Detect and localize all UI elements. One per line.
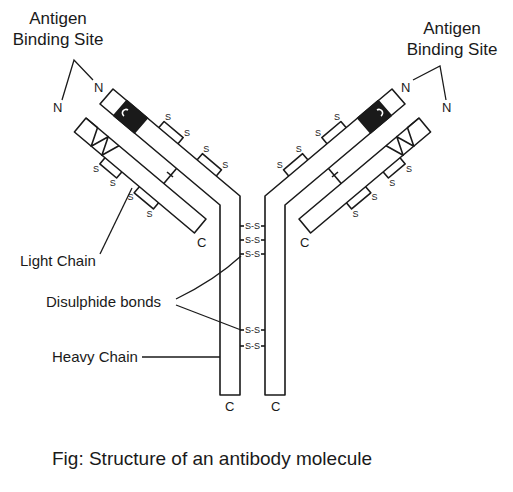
figure-caption: Fig: Structure of an antibody molecule <box>52 447 372 471</box>
sulphur-mark: S <box>296 145 302 154</box>
sulphur-mark: S <box>93 164 99 173</box>
hinge-bond-stub <box>240 239 244 241</box>
sulphur-mark: S <box>127 193 133 202</box>
disulphide-bracket <box>100 158 122 178</box>
disulphide-leader <box>176 305 241 330</box>
sulphur-mark: S <box>184 129 190 138</box>
interchain-bond-tick <box>167 172 173 177</box>
terminus-label: N <box>401 80 410 96</box>
hinge-bond-stub <box>240 345 244 347</box>
terminus-label: C <box>271 399 280 415</box>
part-label: Light Chain <box>20 252 96 271</box>
antigen-binding-site-label: Antigen Binding Site <box>396 18 508 61</box>
antibody-half-mirror <box>261 89 431 395</box>
sulphur-mark: S <box>372 193 378 202</box>
sulphur-mark: S <box>334 112 340 121</box>
leader-lines <box>62 60 446 357</box>
terminus-label: C <box>225 399 234 415</box>
disulphide-bracket <box>134 187 158 209</box>
terminus-label: N <box>53 100 62 116</box>
terminus-label: N <box>94 80 103 96</box>
sulphur-mark: S <box>147 209 153 218</box>
sulphur-mark: S <box>389 178 395 187</box>
disulphide-bracket <box>159 122 183 144</box>
light-variable-zigzag <box>86 118 119 155</box>
terminus-label: C <box>300 235 309 251</box>
antigen-binding-site-label: Antigen Binding Site <box>6 8 110 51</box>
part-label: Heavy Chain <box>52 348 138 367</box>
sulphur-mark: S <box>110 178 116 187</box>
sulphur-mark: S <box>406 164 412 173</box>
sulphur-mark: S <box>352 209 358 218</box>
hinge-bond-stub <box>240 253 244 255</box>
hinge-bond-stub <box>240 225 244 227</box>
binding-site-caret <box>413 66 446 100</box>
terminus-label: N <box>442 100 451 116</box>
binding-site-caret <box>62 60 93 100</box>
light-chain-leader <box>100 188 132 254</box>
terminus-label: C <box>197 235 206 251</box>
interchain-bond <box>164 168 177 183</box>
disulphide-mark: S-S <box>245 222 260 231</box>
disulphide-bracket <box>197 154 221 176</box>
disulphide-mark: S-S <box>245 236 260 245</box>
sulphur-mark: S <box>203 145 209 154</box>
disulphide-mark: S-S <box>245 250 260 259</box>
sulphur-mark: S <box>315 129 321 138</box>
heavy-variable-region <box>114 101 148 133</box>
disulphide-mark: S-S <box>245 342 260 351</box>
sulphur-mark: S <box>277 161 283 170</box>
heavy-chain-leader <box>142 356 220 357</box>
disulphide-leader <box>176 256 241 299</box>
light-chain-outline <box>74 118 206 233</box>
sulphur-mark: S <box>165 112 171 121</box>
part-label: Disulphide bonds <box>46 293 161 312</box>
sulphur-mark: S <box>222 161 228 170</box>
disulphide-mark: S-S <box>245 326 260 335</box>
variable-notch <box>122 109 128 116</box>
